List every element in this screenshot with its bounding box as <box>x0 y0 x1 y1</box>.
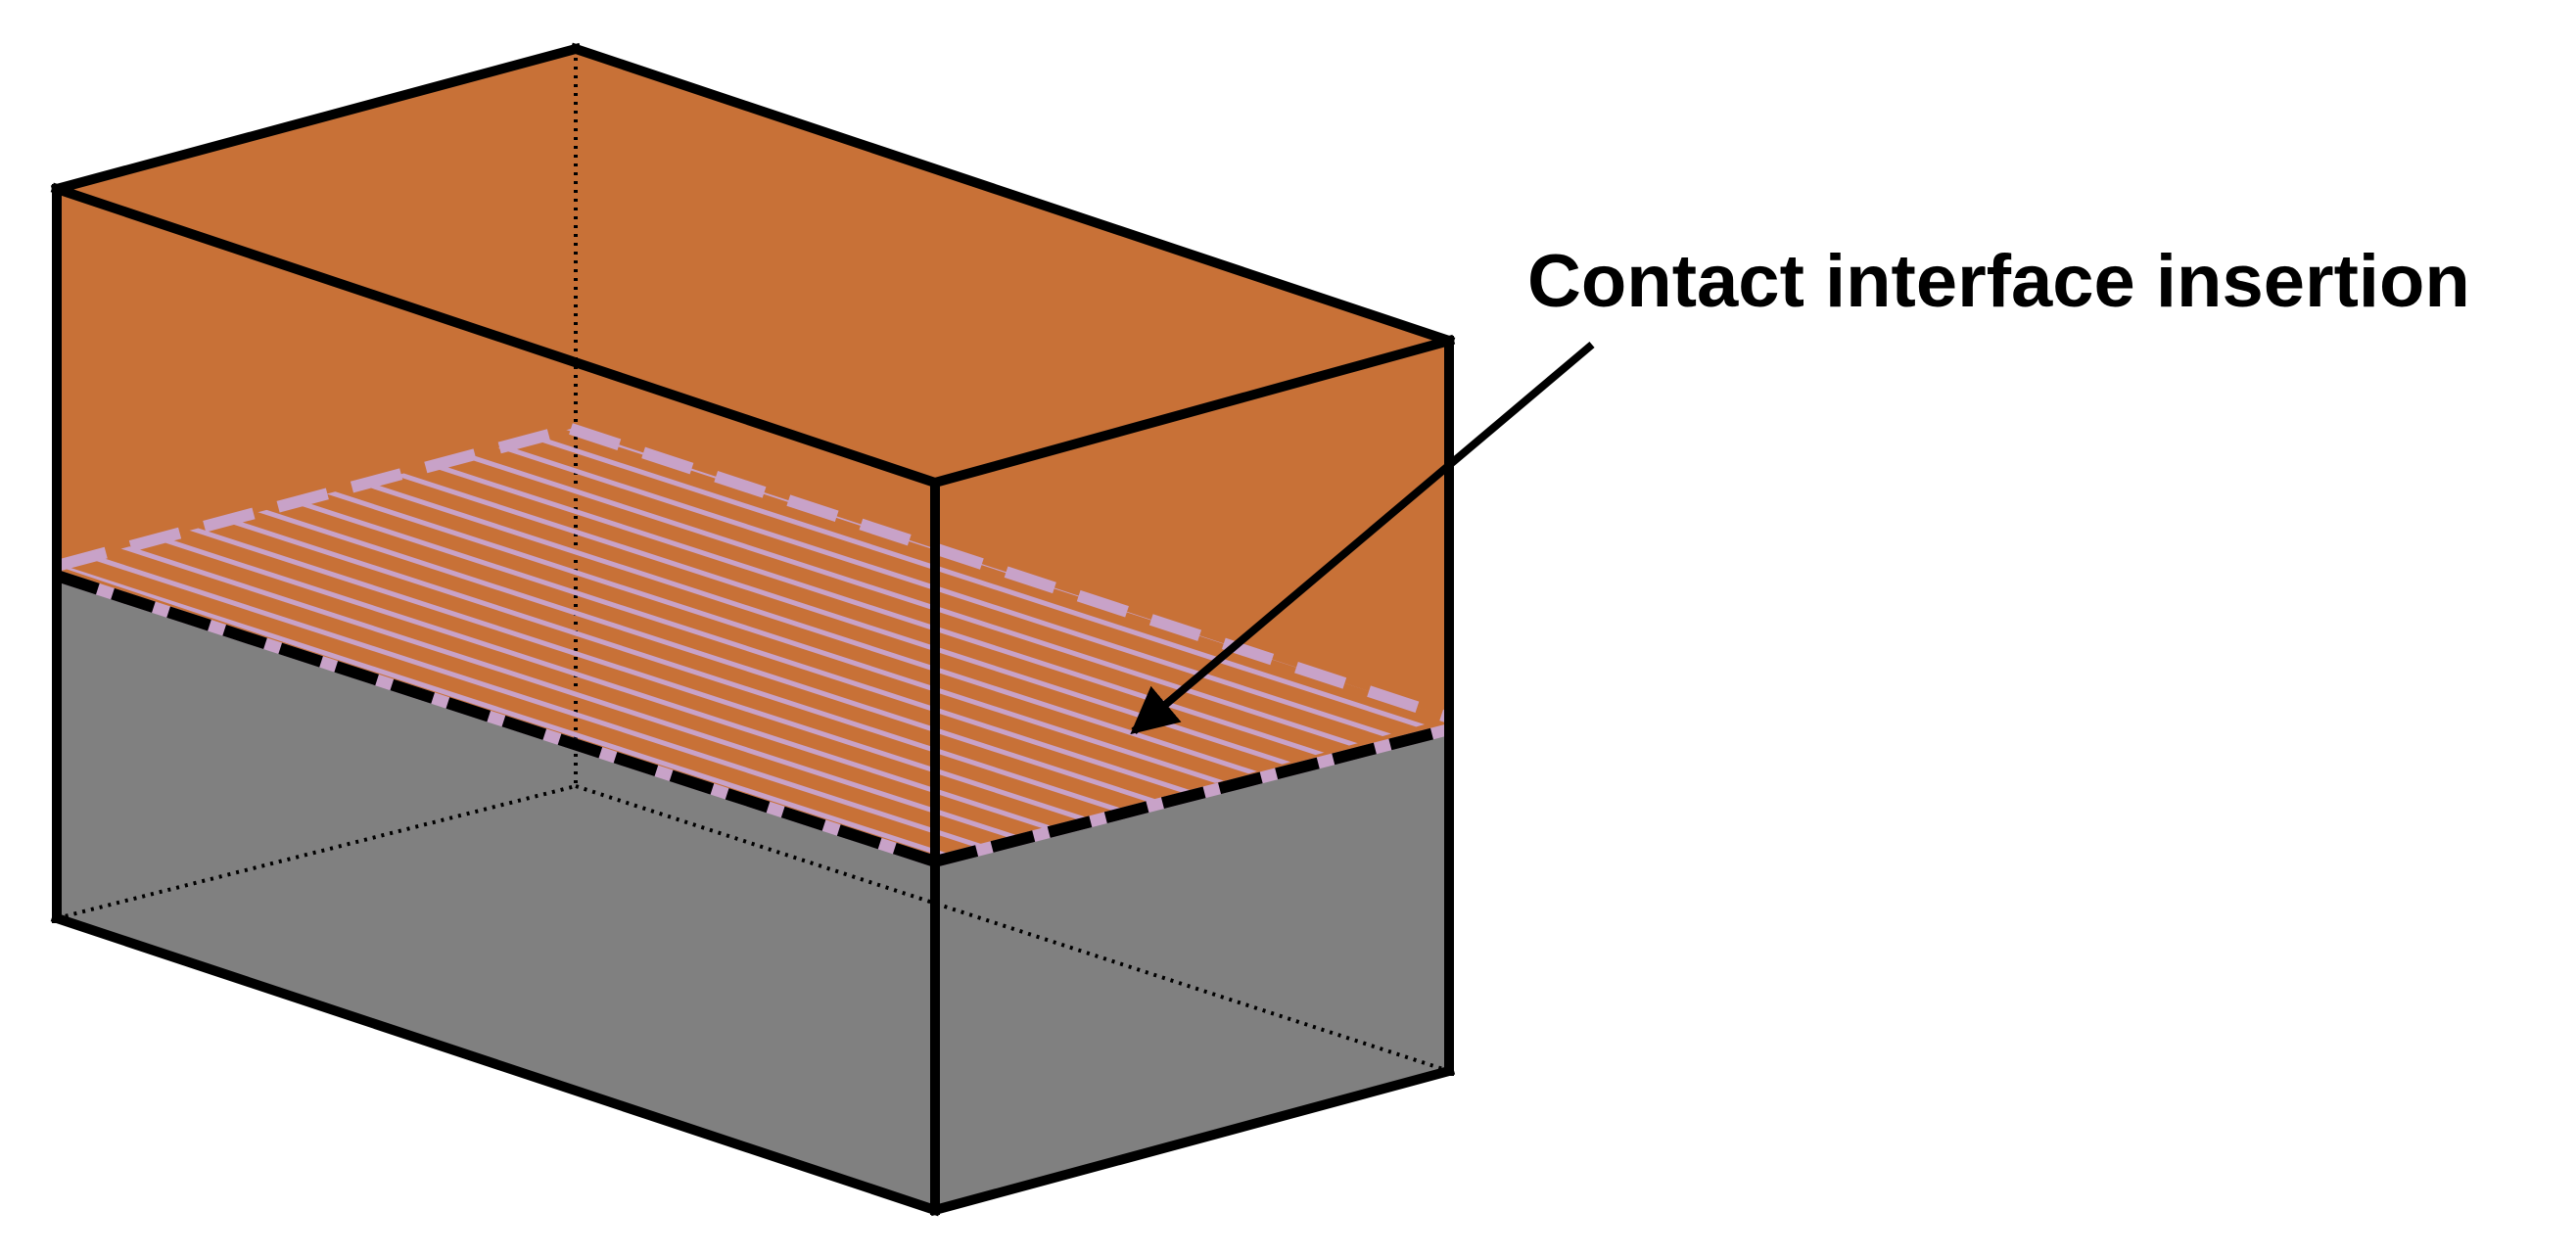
interface-hatch-line <box>208 471 1352 848</box>
interface-hatch-line <box>70 507 1215 861</box>
hidden-edges <box>56 49 1450 1073</box>
upper-block-top-face <box>57 49 1449 483</box>
interface-hatch-line <box>139 489 1284 861</box>
interface-hatch-line <box>447 429 1449 784</box>
interface-hatch-line <box>379 429 1449 802</box>
interface-hatch-line <box>413 429 1449 793</box>
interface-hatch-line <box>57 535 1112 861</box>
lower-block-front-face <box>57 578 935 1210</box>
interface-back-edges <box>55 423 1451 723</box>
interface-hatch-line <box>345 434 1449 812</box>
interface-front-edges <box>55 570 1451 867</box>
interface-hatch-line <box>310 443 1449 820</box>
annotation-label: Contact interface insertion <box>1527 240 2470 323</box>
interface-hatch-line <box>57 526 1147 861</box>
interface-hatch-line <box>57 516 1181 861</box>
interface-hatch-line <box>276 452 1421 829</box>
block-outline <box>50 42 1456 1217</box>
interface-hatch-line <box>242 461 1386 839</box>
interface-hatch-line <box>173 480 1318 857</box>
lower-block-right-face <box>935 729 1449 1210</box>
interface-hatch-line <box>105 498 1249 861</box>
annotation-arrow <box>1130 341 1595 735</box>
